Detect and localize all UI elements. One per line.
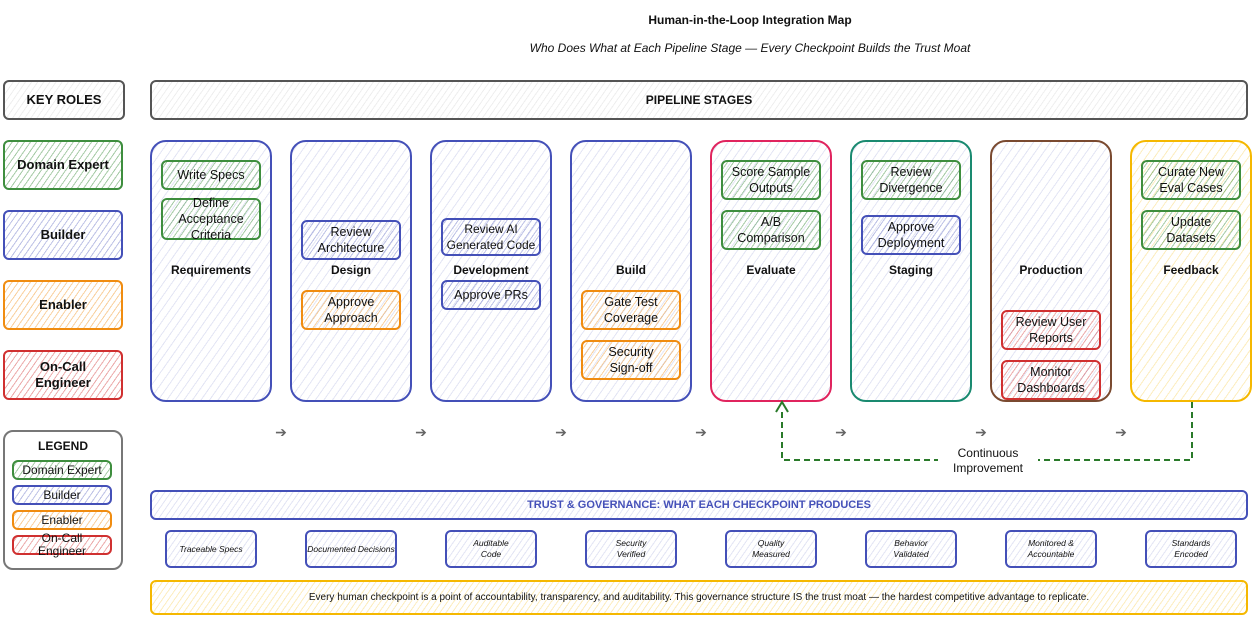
task-approve-approach: Approve Approach [301,290,401,330]
trust-governance-header: TRUST & GOVERNANCE: WHAT EACH CHECKPOINT… [150,490,1248,520]
task-review-architecture: Review Architecture [301,220,401,260]
legend-title: LEGEND [37,439,88,453]
trust-item: Security Verified [585,530,677,568]
task-approve-prs: Approve PRs [441,280,541,310]
arrow-icon: ➔ [1115,423,1127,440]
legend-item-builder: Builder [12,485,112,505]
stage-requirements [150,140,272,402]
key-roles-header: KEY ROLES [3,80,125,120]
task-approve-deployment: Approve Deployment [861,215,961,255]
task-review-divergence: Review Divergence [861,160,961,200]
diagram-title: Human-in-the-Loop Integration Map [648,13,852,27]
arrow-icon: ➔ [835,423,847,440]
task-gate-test-coverage: Gate Test Coverage [581,290,681,330]
loop-label: Continuous Improvement [938,445,1038,477]
stage-evaluate [710,140,832,402]
stage-label: Build [616,263,646,277]
trust-item: Auditable Code [445,530,537,568]
stage-production [990,140,1112,402]
task-score-sample-outputs: Score Sample Outputs [721,160,821,200]
task-review-user-reports: Review User Reports [1001,310,1101,350]
task-security-sign-off: Security Sign-off [581,340,681,380]
trust-item: Standards Encoded [1145,530,1237,568]
legend-item-on-call-engineer: On-Call Engineer [12,532,112,558]
task-ab-comparison: A/B Comparison [721,210,821,250]
pipeline-stages-header: PIPELINE STAGES [150,80,1248,120]
arrow-icon: ➔ [975,423,987,440]
stage-label: Development [453,263,529,277]
stage-feedback [1130,140,1252,402]
legend: LEGEND [3,430,123,570]
trust-item: Traceable Specs [165,530,257,568]
legend-item-domain-expert: Domain Expert [12,460,112,480]
role-builder: Builder [3,210,123,260]
stage-label: Evaluate [746,263,796,277]
stage-label: Production [1019,263,1083,277]
stage-design [290,140,412,402]
stage-label: Requirements [170,263,252,277]
role-domain-expert: Domain Expert [3,140,123,190]
trust-item: Documented Decisions [305,530,397,568]
stage-build [570,140,692,402]
trust-item: Behavior Validated [865,530,957,568]
role-on-call-engineer: On-Call Engineer [3,350,123,400]
arrow-icon: ➔ [275,423,287,440]
arrow-icon: ➔ [415,423,427,440]
arrow-icon: ➔ [555,423,567,440]
trust-item: Monitored & Accountable [1005,530,1097,568]
stage-staging [850,140,972,402]
footer-note: Every human checkpoint is a point of acc… [150,580,1248,615]
stage-label: Staging [889,263,933,277]
stage-development [430,140,552,402]
task-update-datasets: Update Datasets [1141,210,1241,250]
task-curate-new-eval-cases: Curate New Eval Cases [1141,160,1241,200]
task-monitor-dashboards: Monitor Dashboards [1001,360,1101,400]
arrow-icon: ➔ [695,423,707,440]
task-define-acceptance-criteria: Define Acceptance Criteria [161,196,261,242]
stage-label: Feedback [1163,263,1219,277]
trust-item: Quality Measured [725,530,817,568]
role-enabler: Enabler [3,280,123,330]
diagram-subtitle: Who Does What at Each Pipeline Stage — E… [529,41,971,55]
task-review-ai-generated-code: Review AI Generated Code [441,218,541,256]
legend-item-enabler: Enabler [12,510,112,530]
task-write-specs: Write Specs [161,160,261,190]
stage-label: Design [330,263,371,277]
